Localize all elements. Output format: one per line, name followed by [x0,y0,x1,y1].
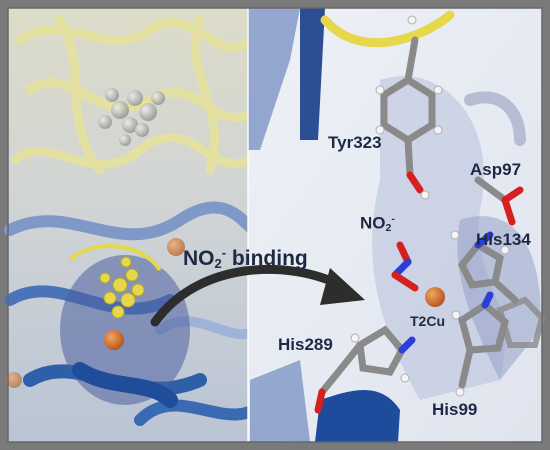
copper-sphere [104,330,124,350]
his134-sticks [457,231,519,304]
his99-label: His99 [432,400,478,419]
his289-sticks [314,325,416,414]
ligand-cluster [99,256,145,319]
yellow-ribbons [10,15,265,175]
right-panel-closeup [248,8,546,442]
right-blue-strand [300,8,325,140]
right-yellow-loop [320,10,455,48]
his99-sticks [457,291,509,389]
t2cu-sphere [425,287,445,307]
copper-sphere-3 [6,372,22,388]
asp97-sticks [474,176,524,226]
front-ribbon [72,362,178,408]
nitrite-ligand [391,241,419,292]
tyr323-label: Tyr323 [328,133,382,152]
binding-arrow-head [320,268,365,305]
his289-label: His289 [278,335,333,354]
tyr323-sticks [380,36,436,194]
heme-cluster [98,88,165,146]
binding-arrow [150,264,345,327]
his134-label: His134 [476,230,531,249]
copper-sphere-2 [167,238,185,256]
nitrite-label: NO2- [360,213,395,234]
binding-surface [372,76,505,401]
left-panel-overview [4,8,274,442]
nitrite-binding-label: NO2- binding [183,245,308,272]
asp97-label: Asp97 [470,160,522,179]
active-site-highlight [60,255,190,405]
yellow-loop [68,244,162,272]
bottom-blue-ribbon [315,390,400,442]
hydrogen-atoms [350,15,510,397]
t2cu-label: T2Cu [410,313,445,329]
